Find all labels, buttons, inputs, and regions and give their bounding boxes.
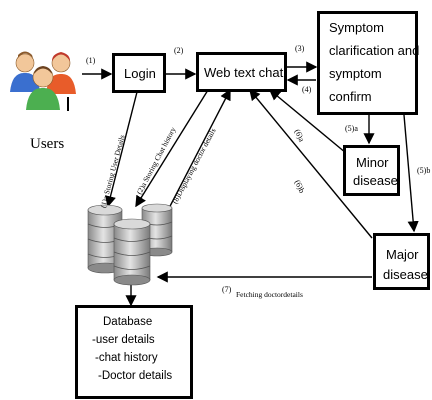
users-icon bbox=[10, 51, 76, 110]
arrow-major-webchat bbox=[249, 88, 373, 239]
edge-label-5a: (5)a bbox=[345, 124, 358, 133]
arrow-database-webchat bbox=[165, 88, 231, 215]
arrow-symptom-major bbox=[403, 114, 419, 233]
symptom-line-3: symptom bbox=[329, 66, 382, 81]
arrow-webchat-database bbox=[135, 89, 209, 208]
login-label: Login bbox=[124, 66, 156, 81]
symptom-line-2: clarification and bbox=[329, 43, 420, 58]
database-icon bbox=[87, 203, 173, 286]
major-line-2: disease bbox=[383, 267, 428, 282]
arrow-login-database bbox=[104, 91, 138, 208]
symptom-node: Symptom clarification and symptom confir… bbox=[317, 11, 420, 115]
minor-disease-node: Minor disease bbox=[343, 145, 400, 196]
login-node: Login bbox=[112, 53, 166, 93]
database-node: Database -user details -chat history -Do… bbox=[75, 305, 193, 399]
edge-label-4: (4) bbox=[302, 85, 312, 94]
webchat-label: Web text chat bbox=[204, 65, 284, 80]
users-marker bbox=[67, 97, 69, 111]
users-label: Users bbox=[30, 136, 65, 152]
database-item-2: -chat history bbox=[95, 352, 158, 364]
major-disease-node: Major disease bbox=[373, 233, 430, 290]
minor-line-1: Minor bbox=[356, 155, 389, 170]
edge-label-2: (2) bbox=[174, 46, 184, 55]
minor-line-2: disease bbox=[353, 173, 398, 188]
edge-label-5b: (5)b bbox=[417, 166, 431, 175]
edge-label-7-text: Fetching doctordetails bbox=[236, 290, 303, 299]
webchat-node: Web text chat bbox=[196, 52, 287, 92]
symptom-line-4: confirm bbox=[329, 89, 372, 104]
arrow-minor-webchat bbox=[268, 89, 347, 154]
edge-label-7: (7) bbox=[222, 285, 232, 294]
database-item-3: -Doctor details bbox=[98, 370, 173, 382]
symptom-line-1: Symptom bbox=[329, 20, 384, 35]
database-item-1: -user details bbox=[92, 334, 155, 346]
major-line-1: Major bbox=[386, 247, 419, 262]
database-title: Database bbox=[103, 316, 153, 328]
edge-label-1: (1) bbox=[86, 56, 96, 65]
edge-label-3: (3) bbox=[295, 44, 305, 53]
